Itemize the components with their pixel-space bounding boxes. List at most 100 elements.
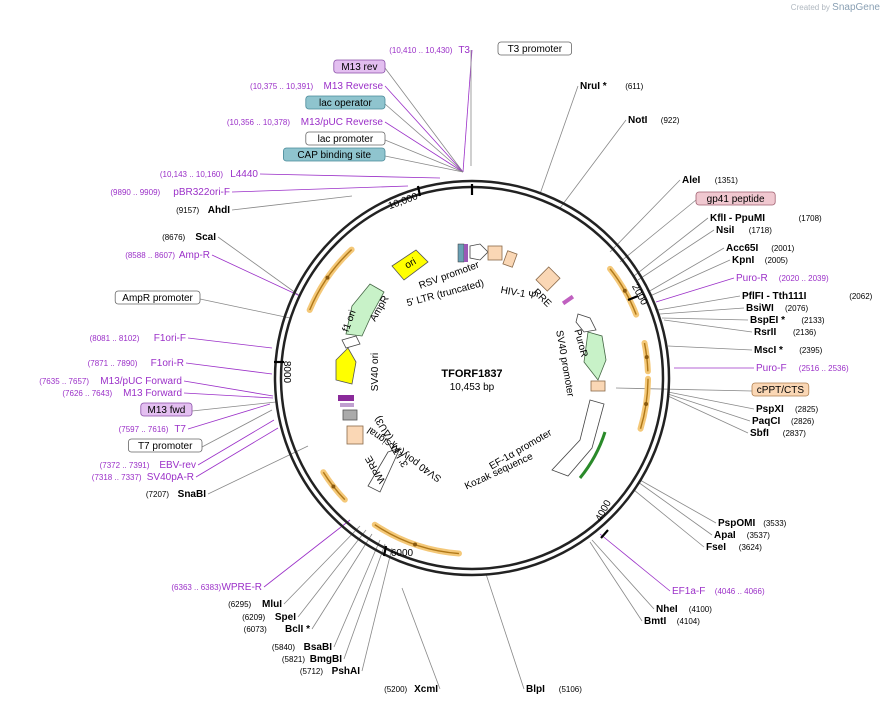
leader-alei (609, 179, 681, 253)
label-name: PspOMI (718, 518, 755, 529)
label-f1ori-r: F1ori-R(7871 .. 7890) (88, 358, 184, 369)
label-ef1a-f: EF1a-F(4046 .. 4066) (672, 586, 765, 597)
label-position: (2825) (795, 405, 818, 414)
label-position: (8676) (162, 233, 185, 242)
label-name: SV40pA-R (147, 472, 194, 483)
leader-pspxi (667, 391, 755, 410)
leader-msci (667, 345, 753, 351)
label-position: (922) (661, 116, 680, 125)
leader-spei (297, 529, 367, 618)
leader-cppt-cts (615, 387, 753, 392)
leader-ebv-rev (197, 419, 275, 466)
leader-snabi (207, 445, 309, 495)
lac-stack (457, 243, 465, 263)
label-name: BspEI * (750, 315, 785, 326)
label-name: AhdI (208, 205, 230, 216)
label-msci: MscI *(2395) (754, 345, 823, 356)
label-position: (8588 .. 8607) (125, 251, 175, 260)
leader-kpni (649, 259, 731, 297)
feature-label-sv40-promoter: SV40 promoter (553, 329, 576, 398)
label-acc65i: Acc65I (2001) (726, 243, 795, 254)
leader-pspomi (639, 479, 717, 524)
label-position: (2001) (771, 244, 794, 253)
label-m13-puc-reverse: M13/pUC Reverse(10,356 .. 10,378) (227, 117, 384, 128)
rsv-promoter-arrow (469, 243, 489, 261)
label-blpi: BlpI(5106) (526, 684, 582, 695)
label-kfli-ppumi: KflI - PpuMI(1708) (710, 213, 822, 224)
label-lac-operator: lac operator (305, 95, 386, 110)
label-name: Amp-R (179, 250, 210, 261)
leader-nsii (637, 229, 715, 281)
label-position: (7597 .. 7616) (119, 425, 169, 434)
label-pspomi: PspOMI(3533) (718, 518, 787, 529)
label-name: ApaI (714, 530, 736, 541)
label-text: T7 promoter (138, 441, 193, 452)
label-name: F1ori-F (154, 333, 186, 344)
label-position: (7871 .. 7890) (88, 359, 138, 368)
orange-arc-arrow-2 (644, 402, 649, 407)
leader-scai (217, 236, 301, 297)
label-cap-binding-site: CAP binding site (282, 147, 386, 162)
label-sv40pa-r: SV40pA-R(7318 .. 7337) (92, 472, 194, 483)
label-position: (5106) (559, 685, 582, 694)
tick-label-6000: 6000 (391, 548, 414, 559)
label-position: (7372 .. 7391) (100, 461, 150, 470)
label-text: lac operator (319, 98, 372, 109)
leader-pbr322ori-f (231, 185, 409, 193)
leader-m13-forward (183, 392, 274, 399)
tick-mark-3 (382, 545, 388, 557)
label-name: WPRE-R (221, 582, 262, 593)
label-position: (5840) (272, 643, 295, 652)
label-text: M13 rev (341, 62, 377, 73)
label-box (497, 41, 572, 56)
leader-gp41-peptide (619, 199, 697, 263)
sv40-ori-marker-2 (340, 403, 354, 407)
label-bspei: BspEI *(2133) (750, 315, 825, 326)
label-position: (3537) (747, 531, 770, 540)
label-name: Puro-F (756, 363, 787, 374)
leader-t3 (462, 49, 473, 173)
label-position: (1351) (715, 176, 738, 185)
label-nsii: NsiI(1718) (716, 225, 772, 236)
label-name: RsrII (754, 327, 776, 338)
label-puro-f: Puro-F(2516 .. 2536) (756, 363, 849, 374)
label-name: M13/pUC Reverse (301, 117, 384, 128)
label-bcli: BclI *(6073) (244, 624, 310, 635)
watermark-brand: SnapGene (832, 2, 880, 13)
label-wpre-r: WPRE-R(6363 .. 6383) (171, 582, 262, 593)
feature-glyphs (335, 243, 607, 493)
label-noti: NotI(922) (628, 115, 680, 126)
label-box (127, 438, 203, 453)
label-box (695, 191, 776, 206)
label-position: (2062) (849, 292, 872, 301)
label-name: FseI (706, 542, 726, 553)
label-position: (6295) (228, 600, 251, 609)
label-t3-promoter: T3 promoter (497, 41, 572, 56)
label-position: (4104) (677, 617, 700, 626)
label-name: AleI (682, 175, 701, 186)
ori-arrow (391, 249, 429, 281)
leader-bmgbi (343, 543, 386, 660)
label-name: KpnI (732, 255, 754, 266)
cppt-box (590, 380, 606, 392)
label-text: AmpR promoter (122, 293, 193, 304)
label-pspxi: PspXI(2825) (756, 404, 818, 415)
leader-bspei (661, 317, 749, 321)
label-name: ScaI (195, 232, 216, 243)
label-box (140, 402, 193, 417)
label-text: lac promoter (318, 134, 374, 145)
wpre-glyph (367, 447, 401, 493)
ef1a-promoter-arrow (551, 399, 605, 477)
label-name: PflFI - Tth111I (742, 291, 807, 302)
orange-arc-arrow-5 (325, 275, 330, 280)
plasmid-size: 10,453 bp (450, 382, 495, 393)
label-position: (1708) (799, 214, 822, 223)
label-position: (5200) (384, 685, 407, 694)
label-name: Acc65I (726, 243, 758, 254)
label-paqci: PaqCI(2826) (752, 416, 814, 427)
label-position: (7635 .. 7657) (39, 377, 89, 386)
label-name: MluI (262, 599, 282, 610)
ltr5-box (487, 245, 503, 261)
orange-arc-arrow-4 (331, 484, 336, 489)
